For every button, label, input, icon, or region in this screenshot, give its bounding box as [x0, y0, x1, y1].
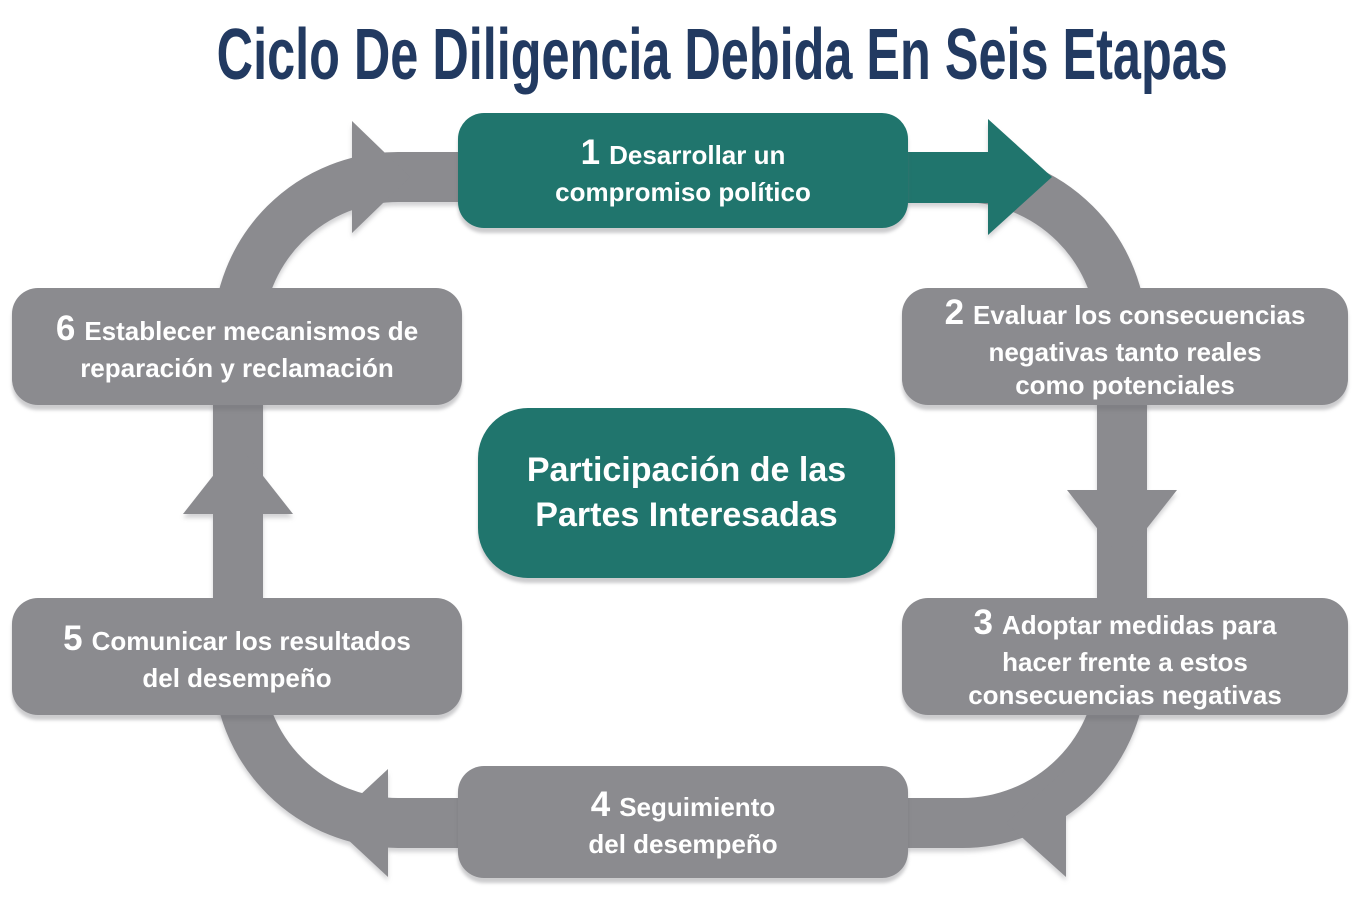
stage-box-5: 5 Comunicar los resultados del desempeño: [12, 598, 462, 715]
teal-arrow-right-icon: [900, 119, 1052, 235]
stage-text-line: Evaluar los consecuencias: [973, 299, 1306, 330]
stage-box-4: 4 Seguimiento del desempeño: [458, 766, 908, 878]
diagram-title: Ciclo De Diligencia Debida En Seis Etapa…: [216, 15, 1228, 95]
stage-number: 4: [590, 784, 611, 824]
arrow-right-icon: [352, 121, 410, 233]
stage-text-line: del desempeño: [142, 663, 332, 694]
stage-text-line: como potenciales: [1015, 369, 1235, 400]
stage-text-line: reparación y reclamación: [80, 353, 394, 384]
diagram-title-wrap: Ciclo De Diligencia Debida En Seis Etapa…: [0, 14, 1360, 96]
center-text-line: Participación de las: [526, 451, 847, 490]
stage-text-line: compromiso político: [555, 177, 811, 208]
stage-text-line: Desarrollar un: [609, 140, 786, 171]
stage-text-line: negativas tanto reales: [988, 336, 1262, 367]
stage-text-line: Seguimiento: [619, 791, 776, 822]
stage-text-line: Establecer mecanismos de: [84, 316, 419, 347]
cycle-ring-path: [213, 152, 1147, 848]
arrow-down-icon: [1067, 490, 1177, 560]
center-text-line: Partes Interesadas: [535, 496, 838, 534]
stage-box-3: 3 Adoptar medidas para hacer frente a es…: [902, 598, 1348, 715]
stage-text-line: hacer frente a estos: [1002, 646, 1248, 677]
stage-number: 5: [63, 619, 83, 659]
stage-text-line: del desempeño: [588, 828, 778, 859]
arrow-left-icon: [330, 769, 388, 877]
stage-text-line: Comunicar los resultados: [91, 626, 411, 657]
stage-box-2: 2 Evaluar los consecuencias negativas ta…: [902, 288, 1348, 405]
stage-box-6: 6 Establecer mecanismos de reparación y …: [12, 288, 462, 405]
stage-text-line: consecuencias negativas: [968, 679, 1282, 710]
stage-number: 6: [55, 309, 76, 349]
center-stakeholder-box: Participación de las Partes Interesadas: [478, 408, 895, 578]
stage-number: 1: [580, 133, 601, 173]
stage-text-line: Adoptar medidas para: [1001, 609, 1277, 640]
arrow-up-icon: [183, 444, 293, 514]
stage-number: 3: [973, 602, 993, 642]
arrow-left-icon: [1006, 769, 1066, 877]
stage-box-1: 1 Desarrollar un compromiso político: [458, 113, 908, 228]
stage-number: 2: [944, 292, 965, 332]
